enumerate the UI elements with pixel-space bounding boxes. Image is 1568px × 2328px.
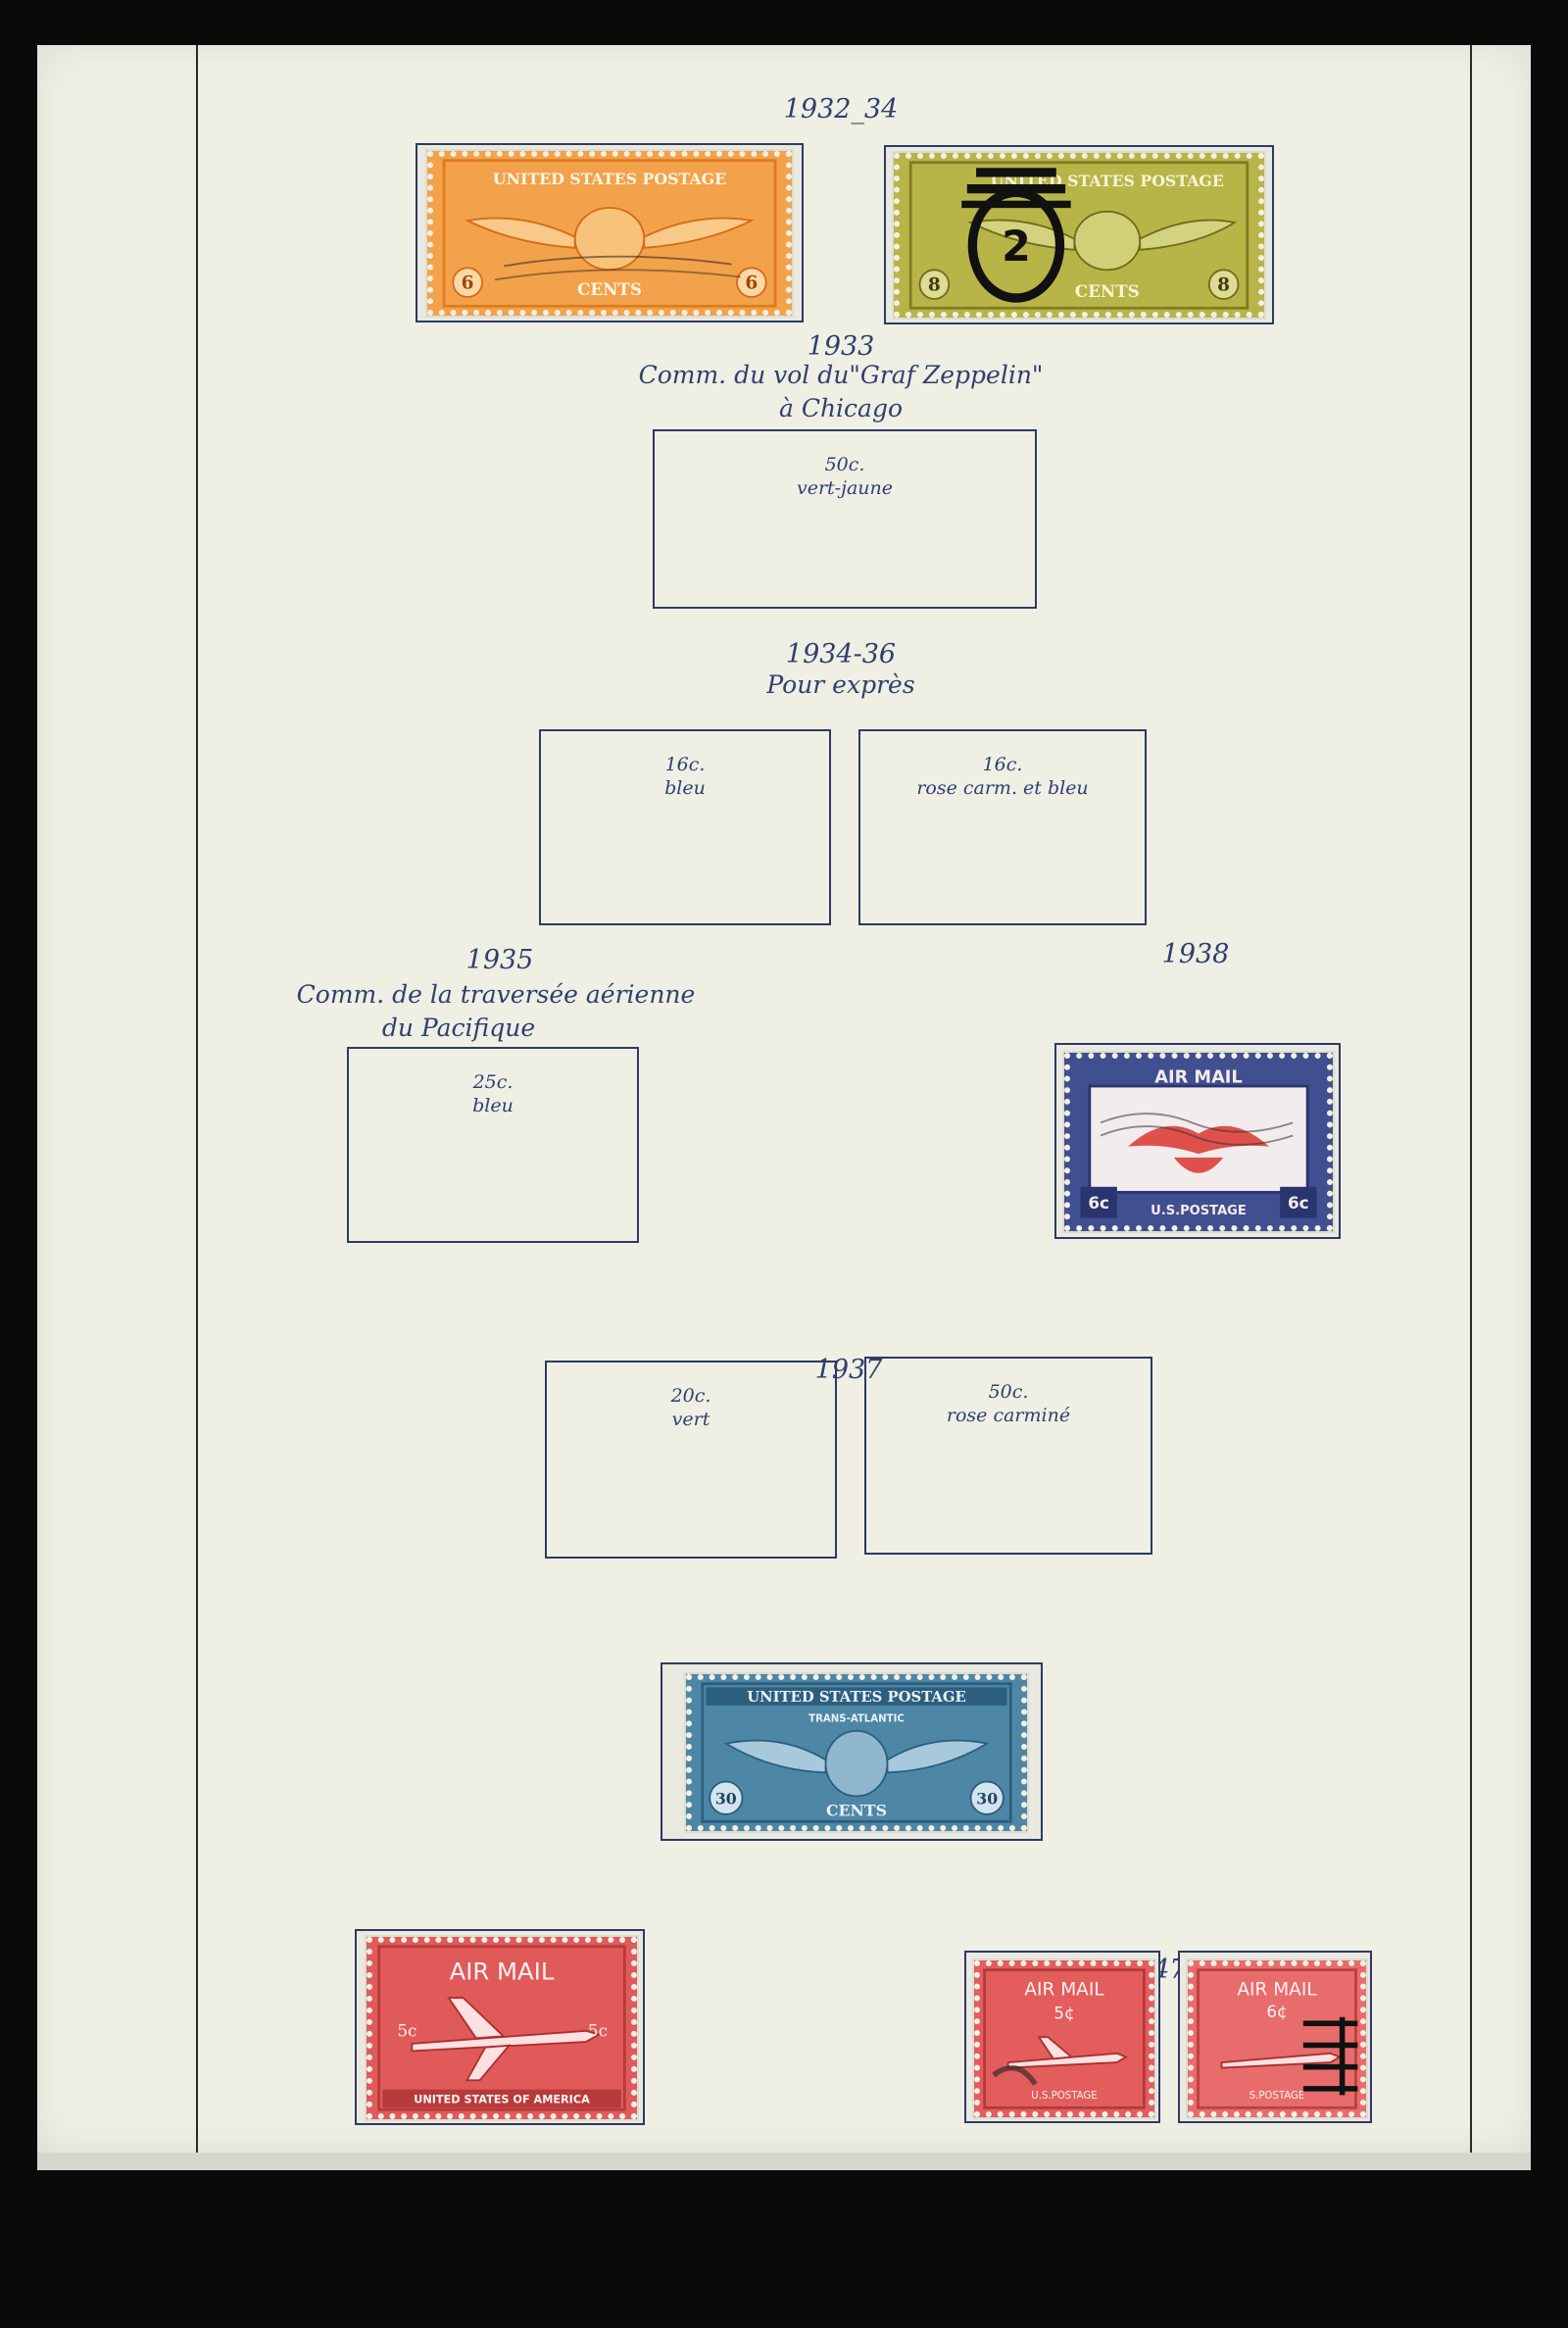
stamp-1946-airplane: AIR MAIL 5c 5c UNITED STATES OF AMERICA [365, 1935, 639, 2121]
year-heading-1934: 1934-36 [785, 639, 897, 669]
stamp-1939-trans-atlantic: UNITED STATES POSTAGE TRANS-ATLANTIC 30 … [684, 1672, 1029, 1833]
mount-1937-left-value: 20c. [670, 1385, 711, 1407]
stamp-mount-6c: UNITED STATES POSTAGE 6 6 CENTS [416, 143, 804, 322]
stamp-1946-footer: UNITED STATES OF AMERICA [414, 2094, 590, 2106]
stamp-1946-header: AIR MAIL [450, 1957, 555, 1985]
stamp-8c-value-left: 8 [928, 275, 941, 296]
year-heading-1932: 1932_34 [783, 94, 899, 124]
stamp-1947-6c-footer: S.POSTAGE [1250, 2091, 1305, 2102]
year-heading-1935: 1935 [466, 945, 534, 975]
mount-1933-color: vert-jaune [796, 477, 894, 499]
stamp-8c-cancel-number: 2 [1002, 223, 1031, 272]
page-bottom-edge [37, 2153, 1531, 2170]
stamp-mount-8c: UNITED STATES POSTAGE 8 8 CENTS 2 [884, 145, 1274, 324]
mount-1937-right-color: rose carminé [946, 1405, 1071, 1426]
year-heading-1938: 1938 [1161, 939, 1230, 969]
winged-globe-8c-icon: UNITED STATES POSTAGE 8 8 CENTS 2 [908, 161, 1250, 310]
stamp-6c-header: UNITED STATES POSTAGE [493, 170, 726, 188]
empty-mount-1934-left: 16c. bleu [539, 729, 831, 925]
mount-1934-left-color: bleu [664, 777, 706, 799]
stamp-mount-1947-6c: AIR MAIL 6¢ S.POSTAGE [1178, 1951, 1372, 2123]
airplane-6c-icon: AIR MAIL 6¢ S.POSTAGE [1197, 1968, 1358, 2109]
stamp-8c-value-right: 8 [1217, 275, 1230, 296]
stamp-mount-1938: AIR MAIL 6c 6c U.S.POSTAGE [1054, 1043, 1341, 1239]
stamp-1938-header: AIR MAIL [1154, 1067, 1242, 1087]
mount-1935-value: 25c. [472, 1071, 514, 1093]
airplane-5c-small-icon: AIR MAIL 5¢ U.S.POSTAGE [983, 1968, 1146, 2109]
mount-1934-right-value: 16c. [982, 754, 1023, 775]
stamp-6c-value-right: 6 [745, 273, 758, 294]
stamp-1938-value-right: 6c [1288, 1193, 1309, 1213]
caption-1933-line2: à Chicago [778, 394, 904, 422]
caption-1935-line1: Comm. de la traversée aérienne [296, 980, 696, 1009]
mount-1933-value: 50c. [824, 454, 865, 475]
stamp-6c-value-left: 6 [462, 273, 474, 294]
empty-mount-1933: 50c. vert-jaune [653, 429, 1037, 609]
stamp-6c-winged-globe: UNITED STATES POSTAGE 6 6 CENTS [425, 149, 794, 318]
mount-1937-right-value: 50c. [988, 1381, 1029, 1403]
stamp-1939-footer: CENTS [826, 1802, 887, 1820]
stamp-1947-5c-footer: U.S.POSTAGE [1031, 2091, 1097, 2102]
stamp-mount-1939: UNITED STATES POSTAGE TRANS-ATLANTIC 30 … [661, 1662, 1043, 1841]
stamp-1947-6c-value: 6¢ [1266, 2003, 1287, 2021]
binding-line [196, 45, 198, 2153]
winged-globe-30c-icon: UNITED STATES POSTAGE TRANS-ATLANTIC 30 … [701, 1682, 1012, 1823]
stamp-1939-value-right: 30 [976, 1790, 998, 1808]
stamp-1947-6c-airplane: AIR MAIL 6¢ S.POSTAGE [1186, 1958, 1368, 2119]
stamp-8c-footer: CENTS [1075, 281, 1140, 301]
empty-mount-1935: 25c. bleu [347, 1047, 639, 1243]
stamp-mount-1947-5c: AIR MAIL 5¢ U.S.POSTAGE [964, 1951, 1160, 2123]
year-heading-1937: 1937 [814, 1355, 883, 1385]
airplane-5c-icon: AIR MAIL 5c 5c UNITED STATES OF AMERICA [377, 1945, 626, 2111]
caption-1934: Pour exprès [766, 670, 915, 699]
stamp-1947-5c-airplane: AIR MAIL 5¢ U.S.POSTAGE [972, 1958, 1156, 2119]
mount-1937-left-color: vert [671, 1409, 710, 1430]
album-page: 1932_34 UNITED STATES POSTAGE 6 6 CENTS [37, 45, 1531, 2170]
mount-1934-left-value: 16c. [664, 754, 706, 775]
caption-1933-line1: Comm. du vol du"Graf Zeppelin" [638, 361, 1044, 389]
empty-mount-1934-right: 16c. rose carm. et bleu [858, 729, 1147, 925]
winged-globe-6c-icon: UNITED STATES POSTAGE 6 6 CENTS [442, 159, 777, 308]
stamp-1947-5c-header: AIR MAIL [1024, 1980, 1104, 2001]
stamp-1939-header: UNITED STATES POSTAGE [747, 1689, 966, 1706]
mount-1935-color: bleu [472, 1095, 514, 1116]
stamp-1939-sub: TRANS-ATLANTIC [808, 1714, 905, 1725]
stamp-8c-winged-globe: UNITED STATES POSTAGE 8 8 CENTS 2 [892, 151, 1266, 320]
eagle-icon: AIR MAIL 6c 6c U.S.POSTAGE [1080, 1067, 1317, 1218]
stamp-1947-5c-value: 5¢ [1054, 2005, 1074, 2023]
stamp-1946-value-left: 5c [397, 2020, 416, 2040]
right-margin-line [1470, 45, 1472, 2153]
stamp-1938-value-left: 6c [1088, 1193, 1109, 1213]
empty-mount-1937-left: 20c. vert [545, 1361, 837, 1559]
stamp-1939-value-left: 30 [715, 1790, 737, 1808]
year-heading-1933: 1933 [807, 331, 875, 362]
stamp-6c-footer: CENTS [577, 279, 642, 299]
empty-mount-1937-right: 50c. rose carminé [864, 1357, 1152, 1555]
stamp-1946-value-right: 5c [588, 2020, 608, 2040]
stamp-1938-eagle: AIR MAIL 6c 6c U.S.POSTAGE [1062, 1051, 1335, 1233]
stamp-1947-6c-header: AIR MAIL [1237, 1980, 1317, 2001]
mount-1934-right-color: rose carm. et bleu [916, 777, 1089, 799]
caption-1935-line2: du Pacifique [381, 1014, 536, 1042]
stamp-1938-footer: U.S.POSTAGE [1151, 1204, 1247, 1218]
stamp-mount-1946: AIR MAIL 5c 5c UNITED STATES OF AMERICA [355, 1929, 645, 2125]
